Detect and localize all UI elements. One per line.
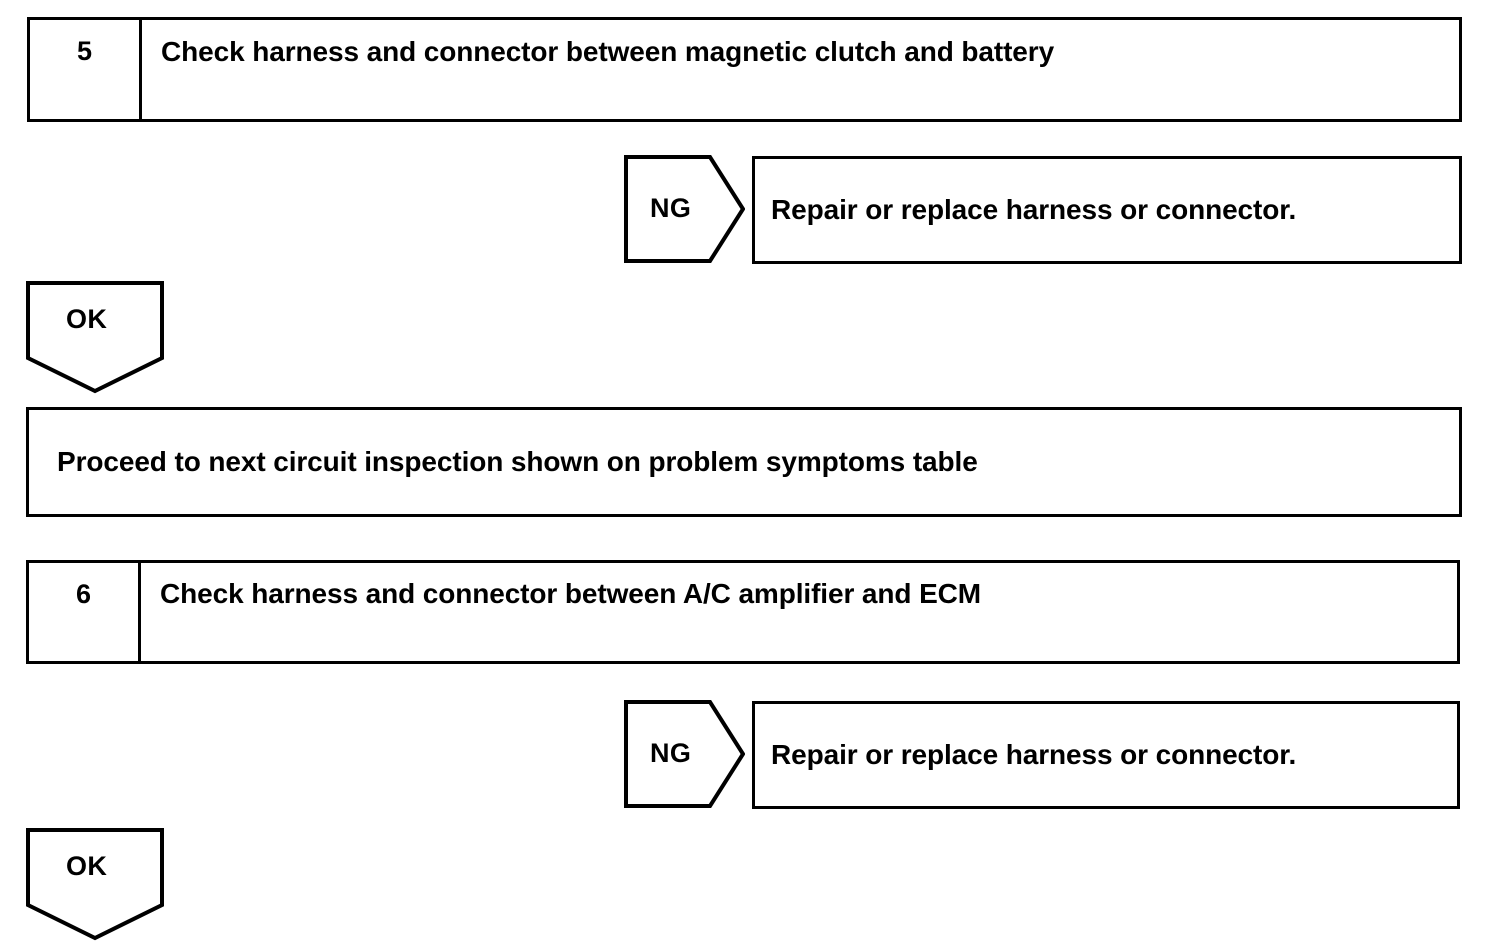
step-6-instruction: Check harness and connector between A/C … xyxy=(160,578,982,609)
ok-arrow-icon-step-6: OK xyxy=(26,828,165,941)
ok-arrow-shape xyxy=(26,828,164,941)
step-5-box: 5 Check harness and connector between ma… xyxy=(27,17,1462,122)
step-6-number: 6 xyxy=(29,563,141,661)
ng-action-text-step-6: Repair or replace harness or connector. xyxy=(771,739,1297,770)
ok-label-step-5: OK xyxy=(66,304,108,334)
ng-arrow-icon-step-6: NG xyxy=(624,700,745,808)
step-5-number: 5 xyxy=(30,20,142,119)
ng-label-step-5: NG xyxy=(650,193,692,223)
ng-label-step-6: NG xyxy=(650,738,692,768)
ng-action-text-step-5: Repair or replace harness or connector. xyxy=(771,194,1297,225)
proceed-note-text: Proceed to next circuit inspection shown… xyxy=(57,446,978,477)
ng-action-box-step-5: Repair or replace harness or connector. xyxy=(752,156,1462,264)
ng-arrow-icon-step-5: NG xyxy=(624,155,745,263)
ng-arrow-shape xyxy=(624,700,745,808)
ok-arrow-icon-step-5: OK xyxy=(26,281,165,394)
ok-arrow-shape xyxy=(26,281,164,394)
step-5-instruction: Check harness and connector between magn… xyxy=(161,35,1055,67)
ng-arrow-shape xyxy=(624,155,745,263)
proceed-note-box: Proceed to next circuit inspection shown… xyxy=(26,407,1462,517)
ok-label-step-6: OK xyxy=(66,851,108,881)
ng-action-box-step-6: Repair or replace harness or connector. xyxy=(752,701,1460,809)
step-6-box: 6 Check harness and connector between A/… xyxy=(26,560,1460,664)
